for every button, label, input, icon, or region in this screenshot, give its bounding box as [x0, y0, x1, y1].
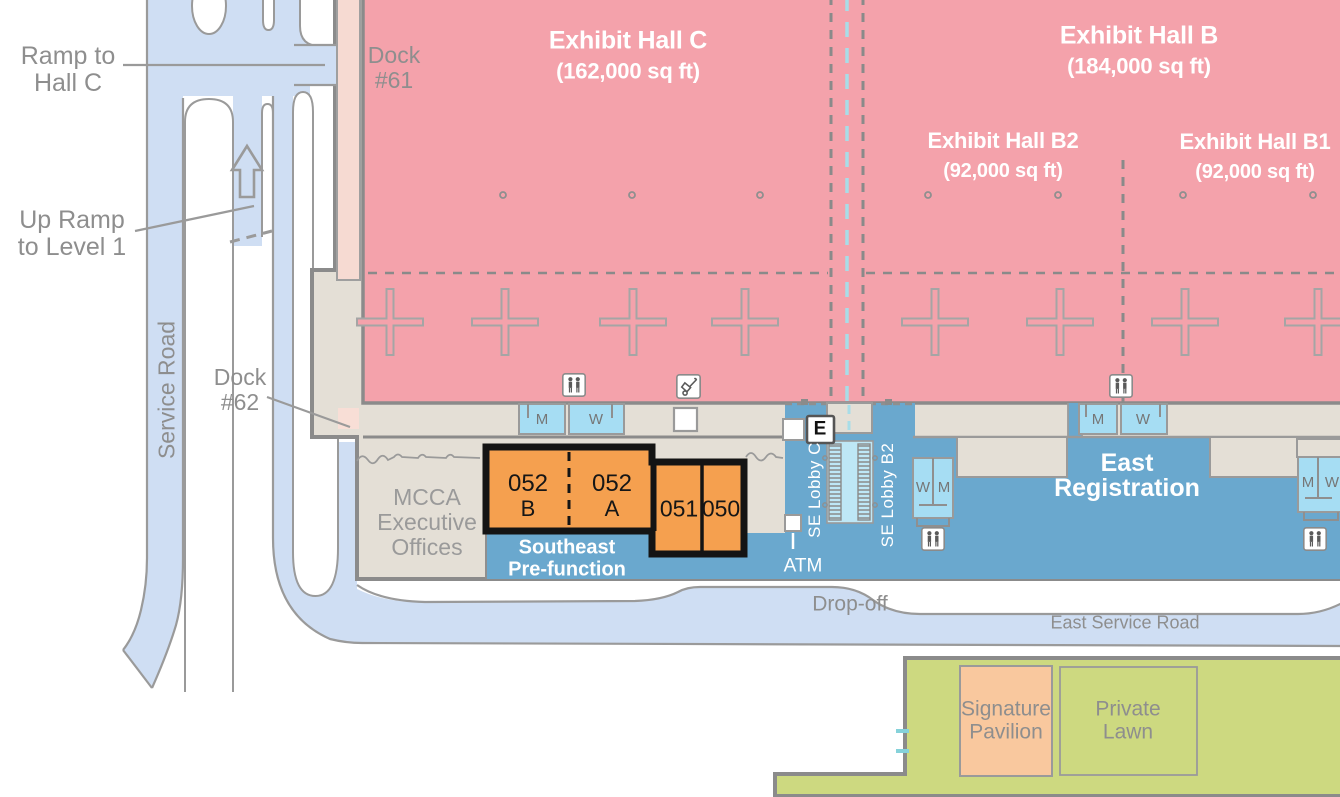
private-lawn-region: [1059, 666, 1198, 776]
door-dot: [1179, 191, 1187, 199]
hall-divider-lines: [368, 0, 1340, 431]
restroom-icon: [921, 527, 945, 551]
room-051-label[interactable]: 051: [659, 495, 699, 522]
escalator-icon: [822, 440, 878, 524]
se-lobby-c-label: SE Lobby C: [804, 442, 824, 538]
signature-pavilion-region: [959, 665, 1053, 777]
structural-column: [356, 288, 424, 356]
door-dot: [756, 191, 764, 199]
door-icon: [782, 418, 805, 441]
structural-column: [901, 288, 969, 356]
atm-label: ATM: [783, 555, 823, 577]
ramp-level-break-line: [229, 229, 273, 244]
label-leader-lines: [123, 63, 351, 429]
wall-break-marks: [356, 452, 784, 465]
structural-column: [1026, 288, 1094, 356]
elevator-icon: [805, 414, 836, 445]
door-dot: [924, 191, 932, 199]
dock-62-label: Dock#62: [213, 364, 267, 415]
structural-column: [1151, 288, 1219, 356]
drop-off-label: Drop-off: [812, 592, 888, 616]
exhibit-hall-b2-label: Exhibit Hall B2(92,000 sq ft): [927, 128, 1079, 182]
atm-icon: [784, 514, 802, 532]
mens-room-label: M: [937, 478, 951, 496]
selected-rooms-outline[interactable]: [482, 443, 748, 558]
exhibit-halls-region: [361, 0, 1340, 405]
door-dot: [1054, 191, 1062, 199]
small-fixtures: [672, 406, 836, 549]
room-050-label[interactable]: 050: [701, 495, 741, 522]
structural-column: [711, 288, 779, 356]
up-arrow-icon: [229, 143, 265, 199]
lawn-area: [773, 656, 1340, 797]
womens-room-label: W: [915, 478, 931, 496]
restroom-icon: [1303, 527, 1327, 551]
service-road-label: Service Road: [153, 320, 180, 460]
se-lobby-b2-label: SE Lobby B2: [877, 442, 897, 548]
door-dot: [499, 191, 507, 199]
structural-column: [599, 288, 667, 356]
dock-61-label: Dock#61: [367, 42, 421, 93]
womens-room-label: W: [1324, 473, 1340, 491]
mens-room-label: M: [1091, 410, 1105, 428]
structural-column: [471, 288, 539, 356]
womens-room-label: W: [1135, 410, 1151, 428]
road-dropoff-band: [273, 538, 1340, 646]
womens-room-label: W: [588, 410, 604, 428]
exhibit-hall-c-label: Exhibit Hall C(162,000 sq ft): [548, 26, 708, 84]
door-dot: [628, 191, 636, 199]
door-icon: [672, 406, 699, 433]
elevator-label: E: [813, 418, 827, 440]
exhibit-hall-b1-label: Exhibit Hall B1(92,000 sq ft): [1179, 129, 1331, 183]
east-service-road-label: East Service Road: [1050, 612, 1200, 633]
restroom-icon: [562, 373, 586, 397]
door-dot: [1309, 191, 1317, 199]
cart-icon: [676, 374, 701, 399]
mens-room-label: M: [1301, 473, 1315, 491]
restroom-boxes: [518, 403, 1340, 527]
loading-dock-strip: [336, 0, 361, 281]
exhibit-hall-b-label: Exhibit Hall B(184,000 sq ft): [1059, 21, 1219, 79]
mens-room-label: M: [535, 410, 549, 428]
restroom-icon: [1109, 374, 1133, 398]
structural-column: [1284, 288, 1340, 356]
service-road-network: [122, 0, 1340, 692]
